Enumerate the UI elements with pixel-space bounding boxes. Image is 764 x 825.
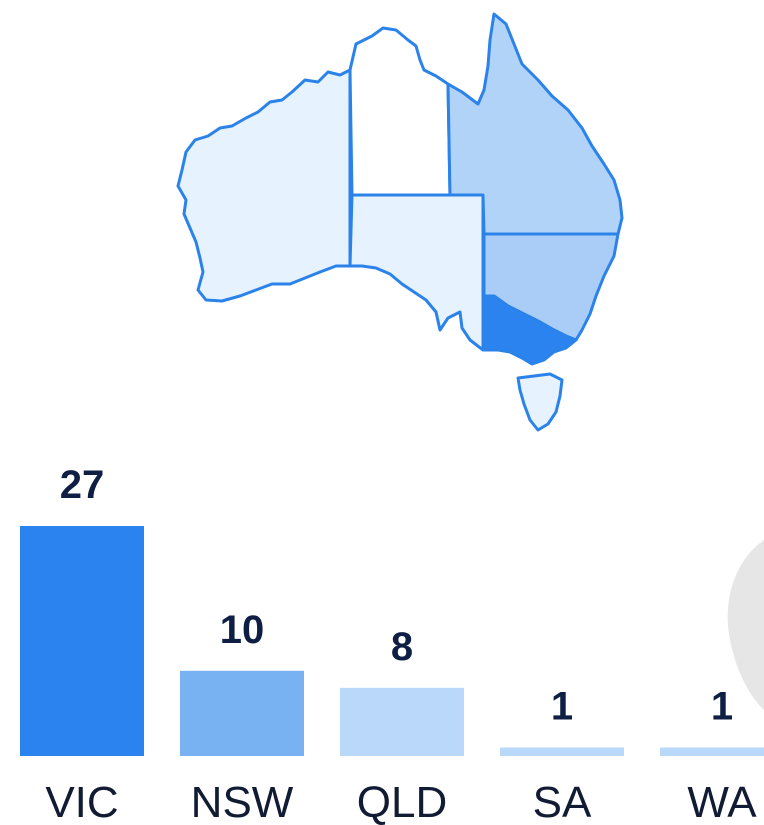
bar-vic	[20, 526, 144, 756]
background-watermark	[727, 540, 764, 710]
bar-wa	[660, 747, 764, 756]
bar-nsw	[180, 670, 304, 756]
map-state-nt	[348, 26, 452, 197]
value-label-vic: 27	[60, 463, 105, 507]
map-state-tas	[516, 372, 564, 432]
value-label-wa: 1	[711, 684, 733, 728]
category-label-nsw: NSW	[191, 778, 294, 825]
value-label-qld: 8	[391, 625, 413, 669]
map-state-wa	[176, 68, 352, 303]
category-label-sa: SA	[533, 778, 592, 825]
value-label-sa: 1	[551, 684, 573, 728]
category-label-wa: WA	[687, 778, 757, 825]
value-label-nsw: 10	[220, 608, 265, 652]
category-label-qld: QLD	[357, 778, 447, 825]
australia-map	[176, 12, 624, 432]
map-state-sa	[348, 193, 485, 352]
bar-sa	[500, 747, 624, 756]
map-state-vic	[482, 294, 578, 366]
bar-qld	[340, 687, 464, 756]
category-label-vic: VIC	[45, 778, 118, 825]
